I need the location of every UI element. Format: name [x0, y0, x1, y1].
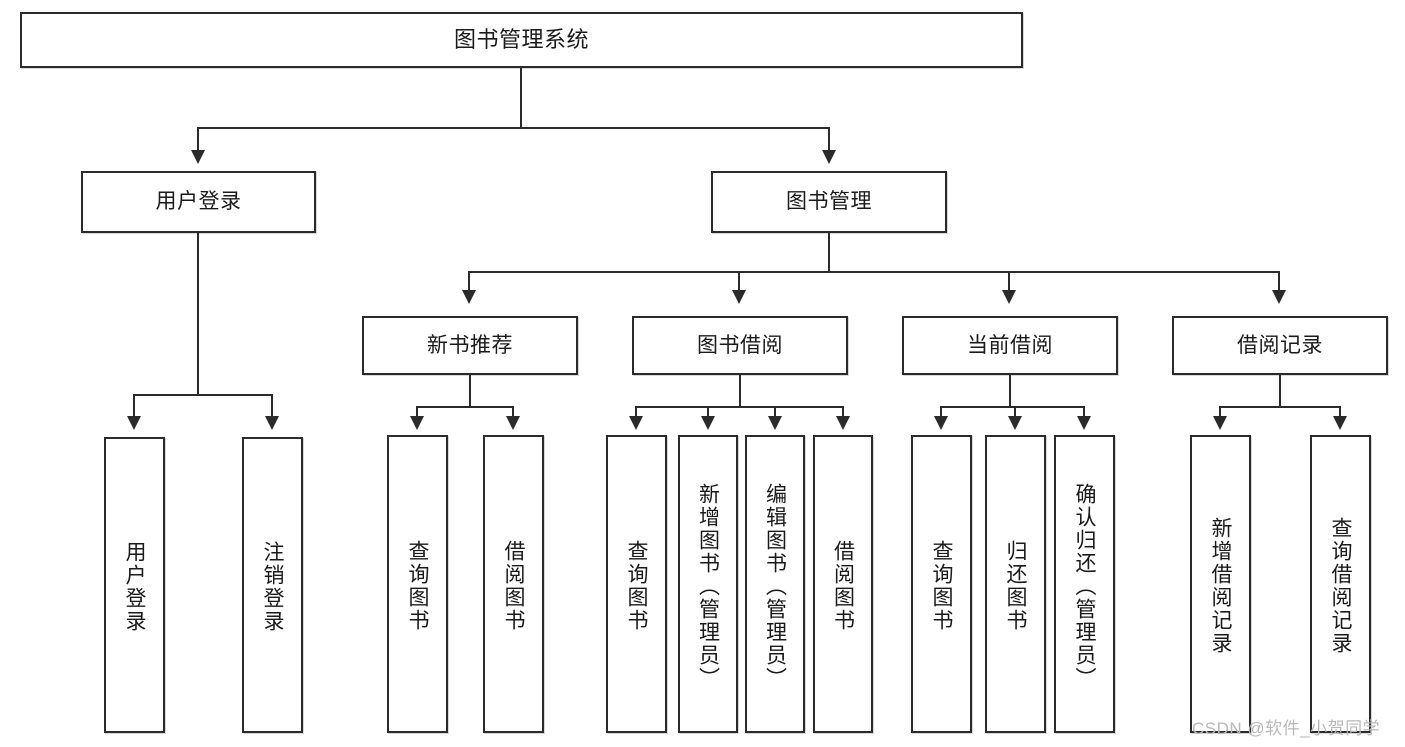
connector-to-leaf-query-book-3 [940, 406, 942, 420]
connector-borrow-record-stem [1279, 375, 1281, 407]
node-label: 归还图书 [1004, 540, 1027, 632]
leaf-node-borrow-book[interactable]: 借阅图书 [813, 435, 873, 733]
connector-to-leaf-borrow-book-2 [842, 406, 844, 420]
leaf-node-query-book-current[interactable]: 查询图书 [911, 435, 972, 733]
arrowhead-to-leaf-query-record [1333, 416, 1347, 430]
connector-current-borrow-stem [1009, 375, 1011, 407]
arrowhead-to-user-login [191, 150, 205, 164]
leaf-node-user-login[interactable]: 用户登录 [104, 437, 165, 733]
leaf-node-confirm-return-admin[interactable]: 确认归还（管理员） [1054, 435, 1115, 733]
node-book-management[interactable]: 图书管理 [711, 171, 947, 233]
connector-to-leaf-return-book [1014, 406, 1016, 420]
node-label: 图书管理 [786, 190, 872, 214]
connector-to-leaf-logout [271, 394, 273, 419]
arrowhead-to-leaf-borrow-book-1 [506, 416, 520, 430]
connector-to-leaf-user-login [133, 394, 135, 419]
connector-user-login-bus [133, 394, 272, 396]
arrowhead-to-leaf-query-book-3 [934, 416, 948, 430]
connector-new-book-rec-stem [469, 375, 471, 407]
arrowhead-to-leaf-query-book-2 [629, 416, 643, 430]
node-label: 确认归还（管理员） [1073, 482, 1096, 690]
node-label: 借阅记录 [1237, 333, 1323, 357]
arrowhead-to-leaf-confirm-return [1077, 416, 1091, 430]
node-label: 查询图书 [625, 540, 648, 632]
arrowhead-to-leaf-add-record [1213, 416, 1227, 430]
leaf-node-return-book[interactable]: 归还图书 [985, 435, 1046, 733]
node-root-library-management-system[interactable]: 图书管理系统 [20, 12, 1023, 68]
connector-root-bus [198, 127, 830, 129]
connector-to-current-borrow [1008, 271, 1010, 293]
node-label: 注销登录 [261, 541, 284, 633]
connector-to-leaf-confirm-return [1083, 406, 1085, 420]
node-current-borrowing[interactable]: 当前借阅 [902, 316, 1118, 375]
connector-book-manage-bus [468, 271, 1280, 273]
connector-user-login-stem [197, 233, 199, 395]
connector-to-leaf-query-book-1 [416, 406, 418, 420]
connector-book-borrow-bus [636, 406, 843, 408]
leaf-node-query-borrow-record[interactable]: 查询借阅记录 [1310, 435, 1371, 733]
node-label: 新增图书（管理员） [696, 482, 720, 690]
connector-to-borrow-record [1278, 271, 1280, 293]
connector-to-leaf-add-book [707, 406, 709, 420]
node-label: 借阅图书 [502, 540, 525, 632]
connector-to-leaf-query-book-2 [635, 406, 637, 420]
connector-root-to-user-login [197, 127, 199, 153]
connector-to-leaf-borrow-book-1 [512, 406, 514, 420]
node-label: 图书管理系统 [453, 26, 589, 52]
leaf-node-add-book-admin[interactable]: 新增图书（管理员） [678, 435, 738, 733]
arrowhead-to-book-borrow [732, 290, 746, 304]
node-label: 图书借阅 [697, 333, 783, 357]
arrowhead-to-book-manage [822, 150, 836, 164]
node-label: 当前借阅 [967, 333, 1053, 357]
connector-to-book-borrow [738, 271, 740, 293]
node-label: 新增借阅记录 [1209, 517, 1232, 655]
arrowhead-to-leaf-query-book-1 [410, 416, 424, 430]
connector-to-leaf-edit-book [774, 406, 776, 420]
connector-borrow-record-bus [1220, 406, 1341, 408]
node-label: 借阅图书 [831, 540, 855, 632]
arrowhead-to-leaf-return-book [1008, 416, 1022, 430]
node-label: 用户登录 [155, 190, 242, 214]
node-label: 新书推荐 [427, 333, 513, 357]
leaf-node-borrow-book-new-rec[interactable]: 借阅图书 [483, 435, 544, 733]
arrowhead-to-current-borrow [1002, 290, 1016, 304]
leaf-node-logout[interactable]: 注销登录 [242, 437, 303, 733]
node-label: 查询图书 [930, 540, 953, 632]
arrowhead-to-leaf-add-book [701, 416, 715, 430]
leaf-node-add-borrow-record[interactable]: 新增借阅记录 [1190, 435, 1251, 733]
node-new-book-recommendation[interactable]: 新书推荐 [362, 316, 578, 375]
connector-book-borrow-stem [739, 375, 741, 407]
arrowhead-to-leaf-edit-book [768, 416, 782, 430]
node-label: 编辑图书（管理员） [763, 482, 787, 690]
arrowhead-to-new-book-rec [462, 290, 476, 304]
node-label: 用户登录 [123, 541, 146, 633]
node-borrowing-records[interactable]: 借阅记录 [1172, 316, 1388, 375]
leaf-node-edit-book-admin[interactable]: 编辑图书（管理员） [745, 435, 805, 733]
leaf-node-query-book-new-rec[interactable]: 查询图书 [387, 435, 448, 733]
arrowhead-to-borrow-record [1272, 290, 1286, 304]
connector-to-new-book-rec [468, 271, 470, 293]
connector-root-stem [520, 68, 522, 128]
connector-to-leaf-add-record [1219, 406, 1221, 420]
leaf-node-query-book-borrow[interactable]: 查询图书 [606, 435, 667, 733]
node-book-borrowing[interactable]: 图书借阅 [632, 316, 848, 375]
connector-to-leaf-query-record [1339, 406, 1341, 420]
connector-new-book-rec-bus [417, 406, 514, 408]
node-label: 查询借阅记录 [1329, 517, 1352, 655]
connector-current-borrow-bus [941, 406, 1085, 408]
node-user-login[interactable]: 用户登录 [81, 171, 316, 233]
node-label: 查询图书 [406, 540, 429, 632]
connector-root-to-book-manage [828, 127, 830, 153]
arrowhead-to-leaf-borrow-book-2 [836, 416, 850, 430]
csdn-watermark: CSDN @软件_小贺同学 [1192, 719, 1381, 738]
arrowhead-to-leaf-user-login [127, 416, 141, 430]
connector-book-manage-stem [828, 233, 830, 272]
arrowhead-to-leaf-logout [265, 416, 279, 430]
